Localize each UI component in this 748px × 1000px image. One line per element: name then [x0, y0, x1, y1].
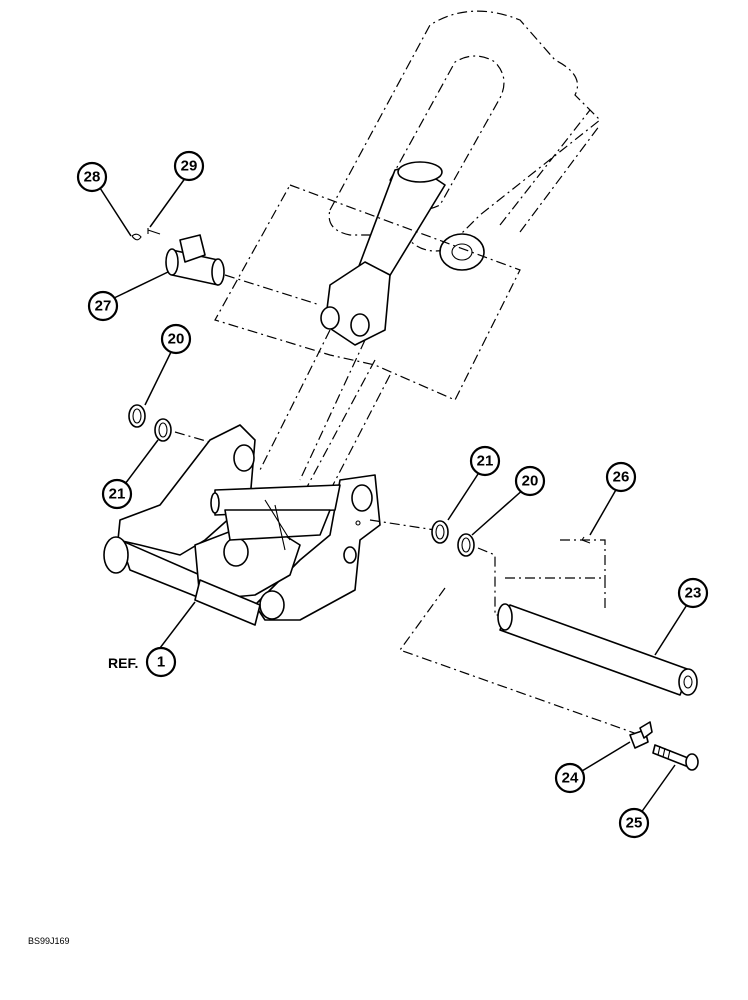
pin-27 [165, 234, 321, 306]
cylinder-rod [320, 161, 446, 346]
callout-20-right: 20 [514, 465, 546, 497]
retaining-clip-28 [131, 233, 142, 241]
callout-21-left: 21 [101, 478, 133, 510]
fitting-26 [581, 536, 591, 544]
bushing-set-left [128, 404, 231, 449]
svg-text:20: 20 [522, 473, 539, 490]
callout-25: 25 [618, 807, 650, 839]
callout-24: 24 [554, 762, 586, 794]
callout-28: 28 [76, 161, 108, 193]
ref-label: REF. [108, 655, 138, 671]
drawing-code: BS99J169 [28, 936, 70, 946]
alignment-outline-upper [214, 184, 521, 401]
callout-26: 26 [605, 461, 637, 493]
callout-23: 23 [677, 577, 709, 609]
main-bracket [103, 424, 381, 626]
svg-text:28: 28 [84, 169, 101, 186]
callout-21-right: 21 [469, 445, 501, 477]
callout-29: 29 [173, 150, 205, 182]
callout-1: 1 [145, 646, 177, 678]
pin-23 [497, 603, 698, 696]
svg-text:24: 24 [562, 770, 579, 787]
svg-text:REF.: REF. [108, 655, 138, 671]
svg-text:21: 21 [109, 486, 126, 503]
svg-text:20: 20 [168, 331, 185, 348]
svg-text:25: 25 [626, 815, 643, 832]
svg-text:1: 1 [157, 654, 165, 671]
leader-lines [99, 176, 691, 818]
nut-24 [629, 721, 653, 749]
svg-text:26: 26 [613, 469, 630, 486]
svg-text:23: 23 [685, 585, 702, 602]
svg-text:27: 27 [95, 298, 112, 315]
svg-text:29: 29 [181, 158, 198, 175]
boom-arm-reference [328, 10, 601, 271]
callout-20-left: 20 [160, 323, 192, 355]
bushing-set-right [369, 519, 505, 616]
alignment-outline-lower [399, 587, 641, 736]
svg-text:21: 21 [477, 453, 494, 470]
bolt-25 [652, 744, 699, 771]
callout-27: 27 [87, 290, 119, 322]
alignment-outline-pin [505, 539, 606, 612]
bolt-29 [147, 228, 161, 235]
